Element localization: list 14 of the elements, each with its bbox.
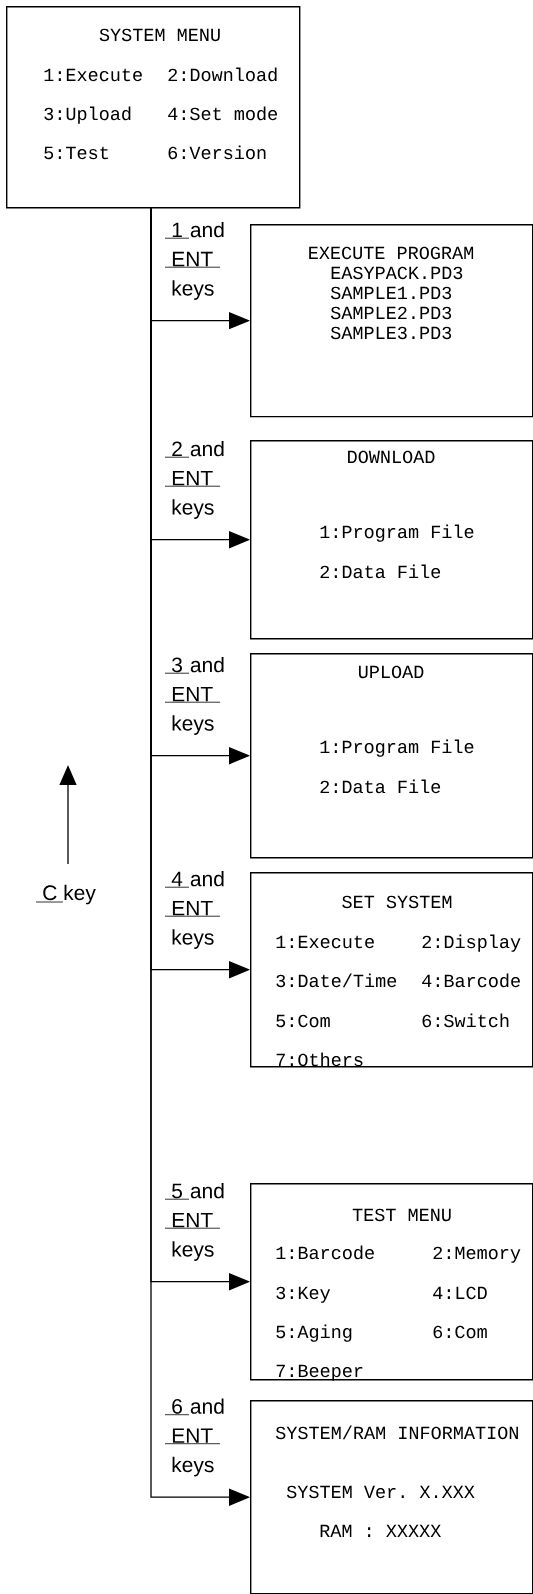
lcd-screen: EXECUTE PROGRAM EASYPACK.PD3 SAMPLE1.PD3 SAMPLE2.PD3 SAMPLE3.PD3	[250, 224, 533, 418]
lcd-screen: DOWNLOAD 1:Program File 2:Data File	[250, 440, 533, 640]
key-label: 5 and ENT keys	[164, 1182, 224, 1261]
key-label: 6 and ENT keys	[164, 1398, 224, 1477]
lcd-screen: SET SYSTEM 1:Execute 2:Display 3:Date/Time 4:Barcode 5:Com 6:Switch 7:Others	[250, 872, 533, 1068]
key-label: C key	[35, 884, 96, 905]
lcd-screen: TEST MENU 1:Barcode 2:Memory 3:Key 4:LCD 5:Aging 6:Com 7:Beeper	[250, 1183, 533, 1381]
key-label: 1 and ENT keys	[164, 221, 224, 300]
lcd-screen: SYSTEM/RAM INFORMATION SYSTEM Ver. X.XXX RAM : XXXXX	[250, 1400, 533, 1594]
lcd-screen: UPLOAD 1:Program File 2:Data File	[250, 653, 533, 859]
lcd-screen: SYSTEM MENU 1:Execute 2:Download 3:Upload 4:Set mode 5:Test 6:Version	[6, 6, 301, 209]
key-label: 3 and ENT keys	[164, 656, 224, 735]
key-label: 4 and ENT keys	[164, 870, 224, 949]
key-label: 2 and ENT keys	[164, 440, 224, 519]
